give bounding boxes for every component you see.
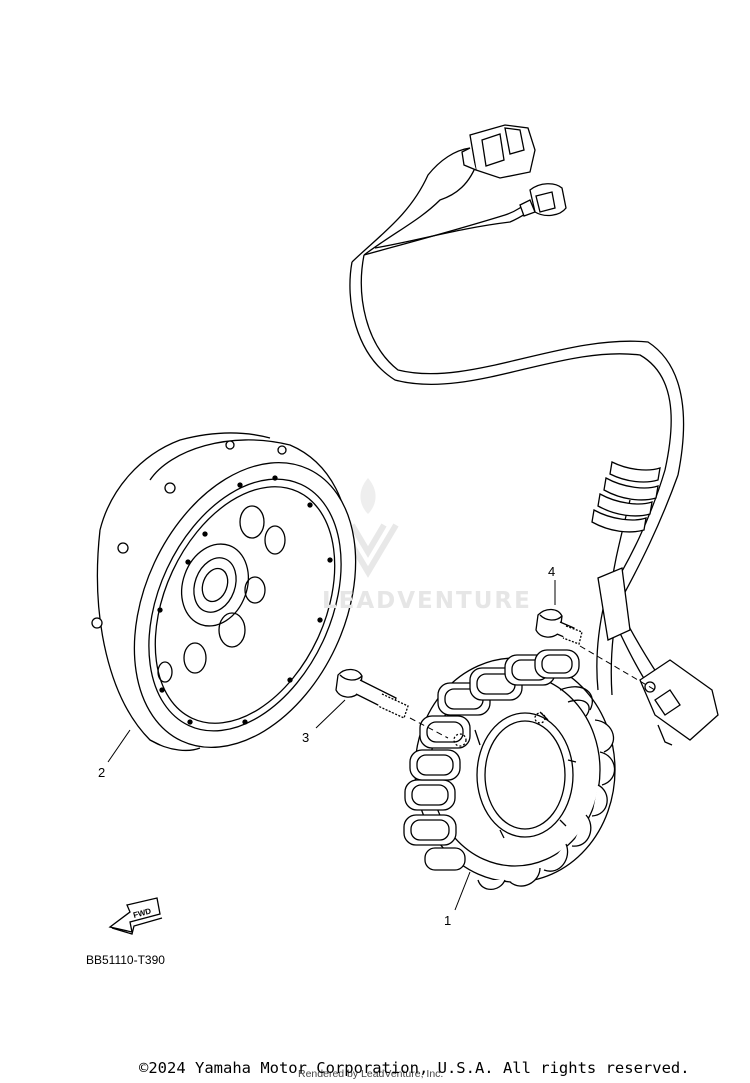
pickup-sensor <box>639 659 719 746</box>
harness-grommet <box>591 461 661 641</box>
fwd-arrow-icon: FWD <box>108 897 163 935</box>
rendered-by-text: Rendered by LeadVenture, Inc. <box>298 1068 444 1080</box>
copyright-text: ©2024 Yamaha Motor Corporation, U.S.A. A… <box>139 1059 690 1077</box>
harness-connector-small <box>519 183 567 217</box>
watermark-text: LEADVENTURE <box>322 588 532 614</box>
harness-connector-large <box>461 124 536 179</box>
stator-coil <box>403 649 616 891</box>
bolt-part-4 <box>535 608 583 645</box>
callout-part-4: 4 <box>548 564 556 579</box>
callout-part-3: 3 <box>302 730 310 745</box>
leader-lines <box>107 580 656 911</box>
callout-part-1: 1 <box>444 913 452 928</box>
diagram-code: BB51110-T390 <box>86 953 165 967</box>
callout-part-2: 2 <box>98 765 106 780</box>
flywheel-rotor <box>91 432 357 752</box>
bolt-part-3 <box>335 668 409 719</box>
